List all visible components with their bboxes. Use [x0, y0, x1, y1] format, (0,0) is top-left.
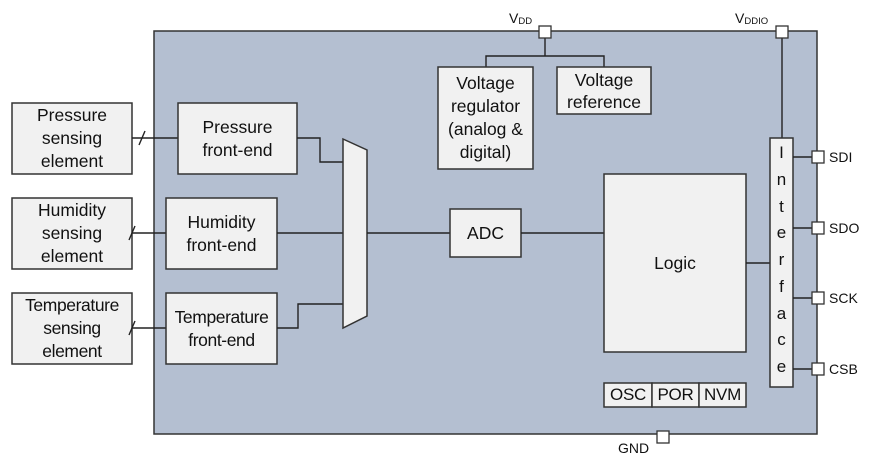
csb-pad [811, 362, 825, 376]
gnd-pin-label: GND [618, 440, 650, 456]
vddio-sub: DDIO [744, 16, 769, 27]
voltage-regulator-box [437, 66, 534, 170]
pressure-front-end-box [177, 102, 298, 175]
interface-letter: I [779, 143, 784, 162]
gnd-pad [656, 430, 670, 444]
pressure-to-mux-wire [297, 137, 343, 163]
csb-pin-label: CSB [829, 361, 858, 377]
humidity-front-end-label: Humidity front-end [186, 211, 257, 255]
logic-label: Logic [654, 252, 696, 273]
voltage-regulator-label: Voltage regulator (analog & digital) [448, 73, 523, 162]
bus-slash-marker [138, 130, 146, 146]
interface-letter: c [777, 330, 786, 350]
temperature-front-end-box [165, 292, 278, 365]
voltage-reference-label: Voltage reference [567, 69, 641, 112]
temperature-sensing-element-label: Temperature sensing element [25, 295, 119, 361]
sdo-pad [811, 221, 825, 235]
interface-letter: r [778, 250, 785, 269]
vdd-pin-label: VDD [509, 10, 532, 30]
sck-pin-label: SCK [829, 290, 858, 306]
interface-label: I n t e r f a c e [770, 142, 793, 378]
interface-letter: a [776, 303, 787, 323]
por-box [651, 382, 700, 408]
pressure-sensing-element-label: Pressure sensing element [36, 105, 108, 171]
nvm-label: NVM [704, 385, 741, 404]
interface-letter: n [776, 169, 787, 189]
vdd-pad [538, 25, 552, 39]
interface-letter: e [776, 223, 787, 243]
por-label: POR [657, 385, 694, 404]
humidity-front-end-box [165, 197, 278, 270]
vddio-base: V [735, 10, 745, 26]
humidity-sensing-element-box [11, 197, 133, 270]
bus-slash-marker [128, 320, 136, 336]
adc-box [449, 208, 522, 258]
interface-letter: e [776, 357, 787, 376]
interface-letter: t [779, 196, 784, 216]
sdi-pin-label: SDI [829, 149, 853, 165]
multiplexer [342, 137, 368, 330]
temperature-front-end-label: Temperature front-end [174, 306, 269, 350]
sdo-pin-label: SDO [829, 220, 860, 236]
sdi-pad [811, 150, 825, 164]
vddio-pin-label: VDDIO [735, 10, 768, 30]
pressure-front-end-label: Pressure front-end [202, 116, 273, 160]
adc-label: ADC [467, 222, 504, 243]
sck-pad [811, 291, 825, 305]
humidity-sensing-element-label: Humidity sensing element [37, 200, 107, 266]
interface-box [769, 137, 794, 388]
osc-label: OSC [610, 385, 646, 404]
osc-box [603, 382, 653, 408]
bus-slash-marker [128, 225, 136, 241]
vdd-sub: DD [518, 16, 533, 27]
vdd-base: V [509, 10, 519, 26]
vddio-pad [775, 25, 789, 39]
nvm-box [698, 382, 747, 408]
interface-letter: f [779, 276, 784, 296]
temperature-to-mux-wire [277, 303, 343, 329]
logic-box [603, 173, 747, 353]
vdd-branch-wire [485, 55, 605, 67]
voltage-reference-box [556, 66, 652, 115]
pressure-sensing-element-box [11, 102, 133, 175]
